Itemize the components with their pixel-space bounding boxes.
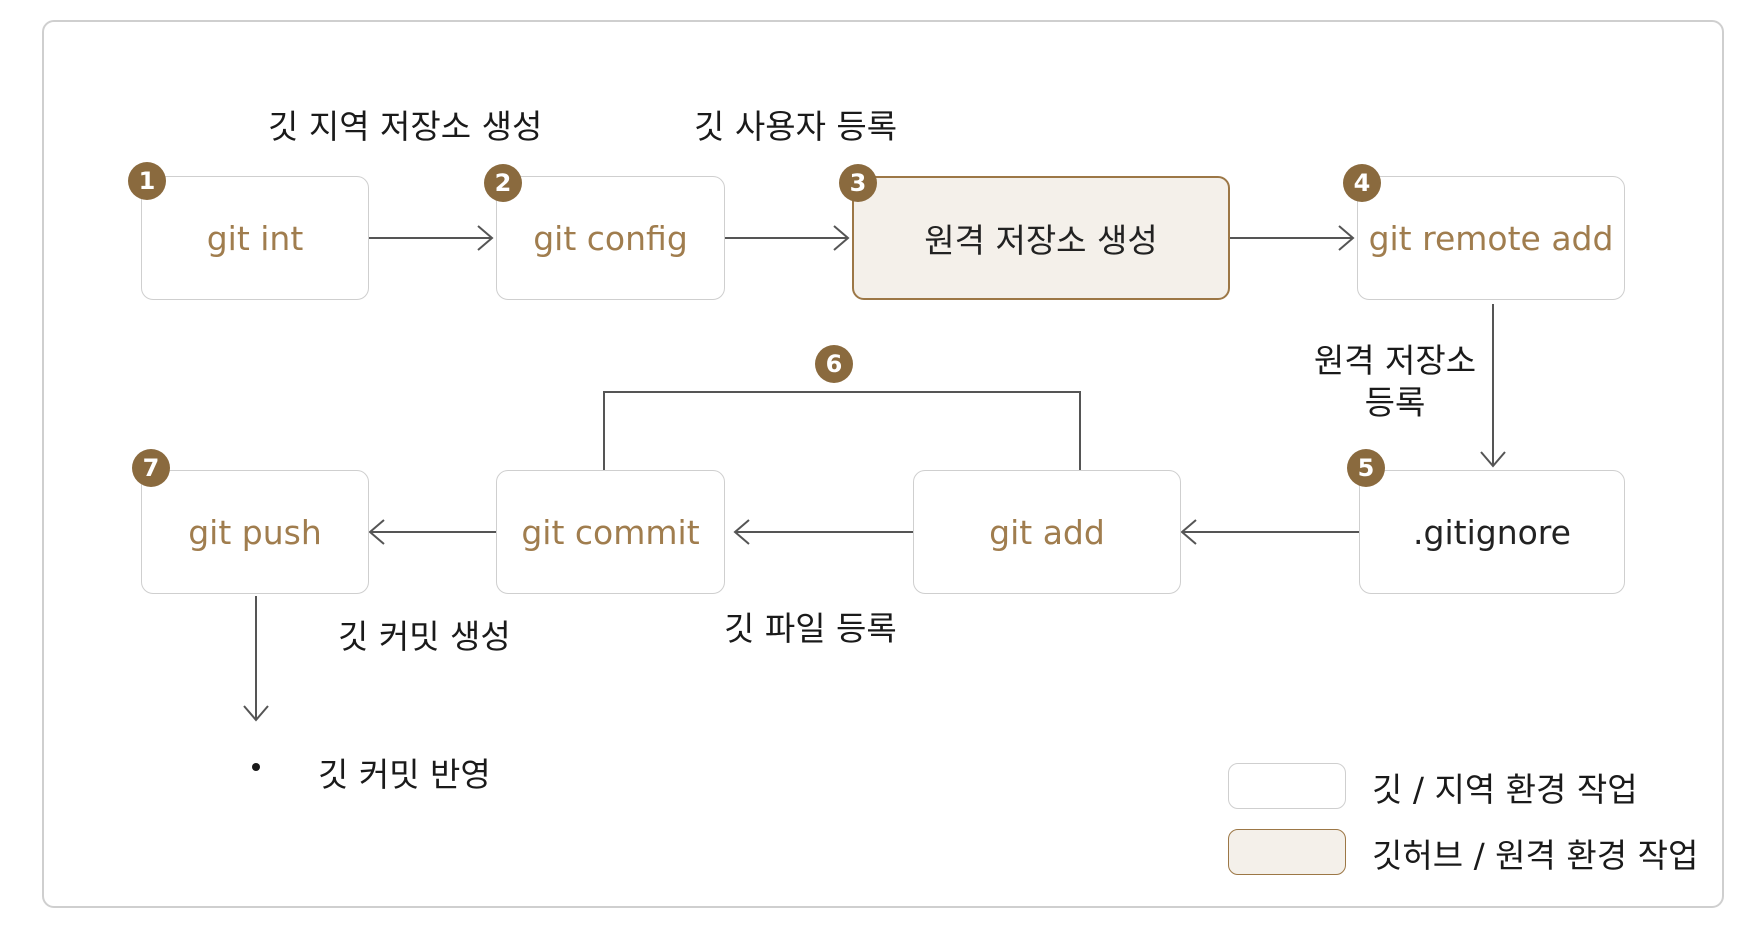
step-badge-7: 7 (132, 449, 170, 487)
step-badge-2: 2 (484, 164, 522, 202)
caption-remote-register: 원격 저장소 등록 (1300, 340, 1490, 424)
caption-config: 깃 사용자 등록 (694, 107, 898, 146)
arrowhead-remoteadd-to-gitignore (1480, 451, 1506, 468)
node-git-config-label: git config (533, 218, 688, 258)
node-git-commit-label: git commit (521, 512, 700, 552)
legend-swatch-local (1228, 763, 1346, 809)
legend-label-remote: 깃허브 / 원격 환경 작업 (1372, 836, 1699, 875)
caption-push-result: 깃 커밋 반영 (318, 755, 491, 794)
node-git-init-label: git int (206, 218, 304, 258)
node-git-add: git add (913, 470, 1181, 594)
node-gitignore: .gitignore (1359, 470, 1625, 594)
arrowhead-remote-to-remoteadd (1338, 225, 1355, 251)
node-create-remote-label: 원격 저장소 생성 (924, 221, 1158, 260)
legend-swatch-remote (1228, 829, 1346, 875)
diagram-frame (42, 20, 1724, 908)
arrowhead-init-to-config (477, 225, 494, 251)
caption-remote-register-line1: 원격 저장소 (1313, 341, 1477, 380)
node-git-push-label: git push (188, 512, 322, 552)
step-badge-5: 5 (1347, 449, 1385, 487)
legend-label-local: 깃 / 지역 환경 작업 (1372, 770, 1638, 809)
node-git-commit: git commit (496, 470, 725, 594)
node-gitignore-label: .gitignore (1413, 512, 1571, 552)
node-git-push: git push (141, 470, 369, 594)
step-badge-3: 3 (839, 164, 877, 202)
caption-remote-register-line2: 등록 (1364, 383, 1426, 422)
caption-commit: 깃 커밋 생성 (338, 617, 511, 656)
arrowhead-config-to-remote (833, 225, 850, 251)
node-git-add-label: git add (989, 512, 1105, 552)
caption-add: 깃 파일 등록 (724, 609, 897, 648)
caption-init: 깃 지역 저장소 생성 (268, 107, 543, 146)
arrowhead-push-down (243, 705, 269, 722)
node-git-remote-add: git remote add (1357, 176, 1625, 300)
step-badge-4: 4 (1343, 164, 1381, 202)
step-badge-1: 1 (128, 162, 166, 200)
node-git-init: git int (141, 176, 369, 300)
node-create-remote: 원격 저장소 생성 (852, 176, 1230, 300)
node-git-remote-add-label: git remote add (1368, 218, 1614, 258)
loop-add-commit (603, 391, 1081, 470)
step-badge-6: 6 (815, 345, 853, 383)
arrowhead-add-to-commit (733, 519, 750, 545)
bullet-dot (252, 763, 260, 771)
arrowhead-commit-to-push (368, 519, 385, 545)
arrowhead-gitignore-to-add (1180, 519, 1197, 545)
node-git-config: git config (496, 176, 725, 300)
